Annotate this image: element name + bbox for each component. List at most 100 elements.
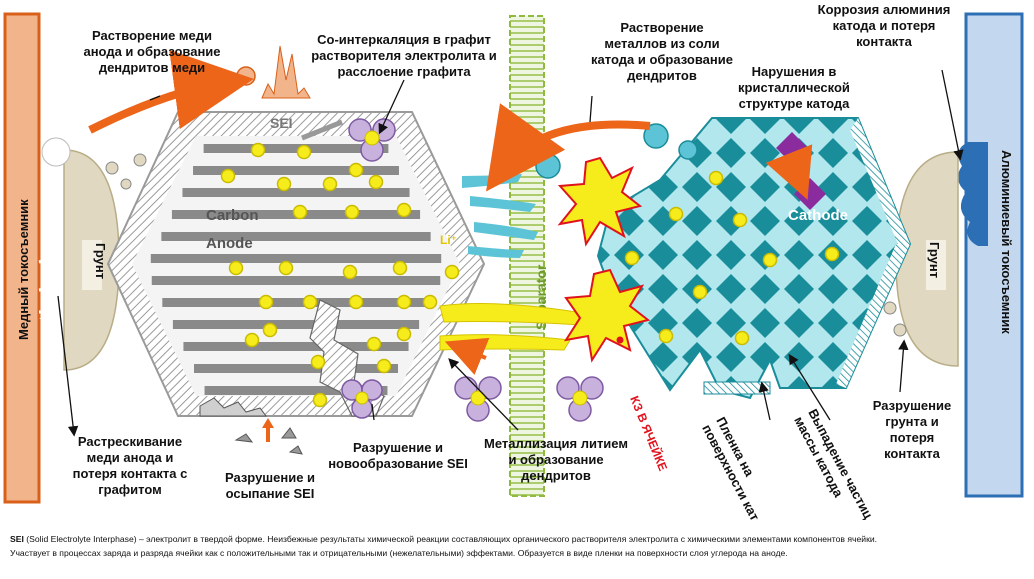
annotation-line: контакта	[856, 34, 913, 49]
aluminum-current-collector: Алюминиевый токосъемник	[957, 12, 1024, 498]
battery-degradation-diagram: Медный токосъемник Алюминиевый токосъемн…	[3, 2, 1024, 544]
lithium-ion-dot	[708, 170, 724, 186]
annotation-line: Растрескивание	[78, 434, 182, 449]
primer-left-label: Грунт	[93, 243, 108, 279]
annotation-line: Разрушение	[873, 398, 952, 413]
lithium-ion-dot	[348, 294, 364, 310]
lithium-ion-dot	[376, 358, 392, 374]
lithium-ion-dot	[422, 294, 438, 310]
footnote: SEI (Solid Electrolyte Interphase) – эле…	[10, 532, 1026, 560]
annotation-line: грунта и	[885, 414, 938, 429]
pointer-lines	[57, 69, 964, 437]
lithium-ion-dot	[250, 142, 266, 158]
lithium-ion-dot	[734, 330, 750, 346]
lithium-ion-dot	[220, 168, 236, 184]
graphite-layer	[194, 364, 398, 373]
graphite-layer	[204, 386, 388, 395]
primer-right-label: Грунт	[927, 242, 942, 278]
annotation-line: катода и потеря	[833, 18, 936, 33]
carbon-label: Carbon	[206, 207, 259, 224]
lithium-ion-dot	[276, 176, 292, 192]
annotation-line: Растворение	[620, 20, 703, 35]
lithium-ion-dot	[344, 204, 360, 220]
annotation-line: потеря	[890, 430, 934, 445]
annotation-line: меди анода и	[87, 450, 174, 465]
anode-label: Anode	[206, 235, 253, 252]
graphite-layer	[203, 144, 389, 153]
lithium-ion-dot	[312, 392, 328, 408]
lithium-ion-dot	[348, 162, 364, 178]
lithium-ions	[220, 142, 840, 408]
short-circuit-label: КЗ В ЯЧЕЙКЕ	[627, 394, 671, 473]
annotation-line: расслоение графита	[337, 64, 471, 79]
lithium-ion-dot	[396, 326, 412, 342]
lithium-ion-dot	[824, 246, 840, 262]
lithium-ion-dot	[624, 250, 640, 266]
cathode-label: Cathode	[788, 207, 848, 224]
lithium-ion-dot	[262, 322, 278, 338]
lithium-ion-dot	[368, 174, 384, 190]
annotation-line: металлов из соли	[604, 36, 719, 51]
aluminum-collector-label: Алюминиевый токосъемник	[999, 150, 1014, 334]
lithium-ion-dot	[292, 204, 308, 220]
annotation-line: дендритов	[521, 468, 591, 483]
rotated-annotations: Пленка наповерхности катода Выпадение ча…	[699, 406, 876, 544]
graphite-layer	[193, 166, 399, 175]
annotation-line: контакта	[884, 446, 941, 461]
caption-term: SEI	[10, 534, 24, 544]
lithium-ion-dot	[322, 176, 338, 192]
graphite-layer	[161, 232, 431, 241]
cathode: Cathode	[596, 117, 912, 400]
lithium-ion-dot	[310, 354, 326, 370]
annotation-line: катода и образование	[591, 52, 733, 67]
lithium-ion-dot	[762, 252, 778, 268]
annotation-line: и образование	[508, 452, 603, 467]
graphite-layer	[162, 298, 430, 307]
sei-flakes	[199, 397, 303, 455]
annotation-line: Со-интеркаляция в графит	[317, 32, 491, 47]
lithium-ion-dot	[444, 264, 460, 280]
lithium-ion-dot	[658, 328, 674, 344]
graphite-layer	[182, 188, 410, 197]
lithium-ion-dot	[732, 212, 748, 228]
lithium-ion-dot	[228, 260, 244, 276]
lithium-ion-dot	[296, 144, 312, 160]
annotation-line: Разрушение и	[353, 440, 443, 455]
annotation-line: Коррозия алюминия	[818, 2, 951, 17]
annotation-line: потеря контакта с	[73, 466, 188, 481]
annotation-line: Разрушение и	[225, 470, 315, 485]
primer-left: Грунт	[63, 149, 120, 371]
graphite-layer	[151, 276, 441, 285]
process-arrows	[88, 49, 651, 375]
lithium-ion-dot	[342, 264, 358, 280]
annotation-line: дендритов меди	[99, 60, 205, 75]
annotation-line: новообразование SEI	[328, 456, 468, 471]
annotation-line: структуре катода	[739, 96, 851, 111]
caption-line-1: (Solid Electrolyte Interphase) – электро…	[23, 534, 878, 544]
annotation-line: Растворение меди	[92, 28, 212, 43]
annotation-line: Нарушения в	[752, 64, 837, 79]
lithium-ion-dot	[396, 294, 412, 310]
caption-line-2: Участвует в процессах заряда и разряда я…	[10, 548, 788, 558]
lithium-ion-dot	[302, 294, 318, 310]
annotation-particle-loss: Выпадение частицмассы катода	[791, 406, 876, 520]
lithium-ion-dot	[692, 284, 708, 300]
lithium-ion-dot	[392, 260, 408, 276]
lithium-ion-dot	[258, 294, 274, 310]
annotation-cathode-film: Пленка наповерхности катода	[699, 414, 788, 520]
lithium-ion-dot	[396, 202, 412, 218]
graphite-layer	[183, 342, 409, 351]
lithium-ion-dot	[668, 206, 684, 222]
annotation-line: анода и образование	[83, 44, 220, 59]
lithium-ion-dot	[244, 332, 260, 348]
annotation-line: кристаллической	[738, 80, 850, 95]
annotation-line: растворителя электролита и	[311, 48, 497, 63]
